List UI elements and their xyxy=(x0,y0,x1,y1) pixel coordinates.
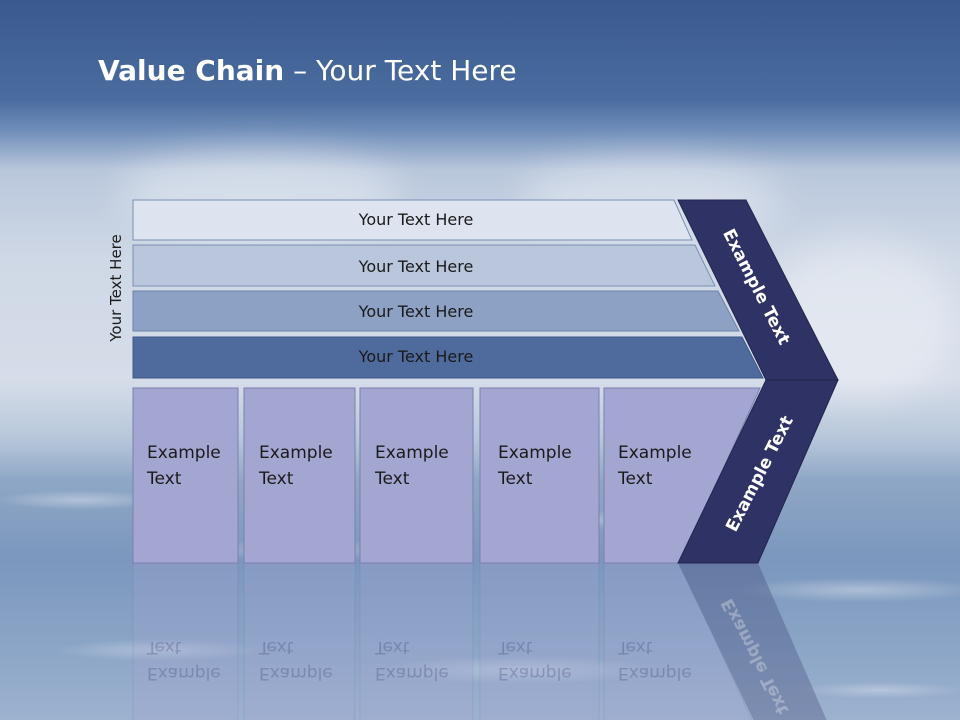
reflection-line: Example xyxy=(375,663,449,683)
reflection-line: Example xyxy=(498,663,572,683)
reflection-line: Text xyxy=(617,637,653,657)
support-activities: Your Text Here Your Text Here Your Text … xyxy=(132,199,764,379)
primary-box-3-line1: Example xyxy=(375,443,449,463)
primary-box-4-line2: Text xyxy=(497,469,533,489)
primary-box-3-line2: Text xyxy=(374,469,410,489)
side-label: Your Text Here xyxy=(107,234,125,342)
reflection-line: Text xyxy=(146,637,182,657)
primary-activities: Example Text Example Text Example Text E… xyxy=(132,387,761,564)
reflection-line: Text xyxy=(497,637,533,657)
primary-box-1-line1: Example xyxy=(147,443,221,463)
primary-box-5-line1: Example xyxy=(618,443,692,463)
primary-box-1 xyxy=(132,387,239,564)
support-row-3-label: Your Text Here xyxy=(358,302,474,321)
reflection-line: Text xyxy=(258,637,294,657)
primary-box-2 xyxy=(243,387,356,564)
primary-box-3 xyxy=(359,387,474,564)
primary-box-5-line2: Text xyxy=(617,469,653,489)
reflection-line: Text xyxy=(374,637,410,657)
reflection-line: Example xyxy=(147,663,221,683)
reflection-line: Example xyxy=(618,663,692,683)
support-row-4 xyxy=(132,336,764,379)
primary-box-4 xyxy=(479,387,600,564)
support-row-3 xyxy=(132,290,740,332)
support-row-4-label: Your Text Here xyxy=(358,347,474,366)
slide-title: Value Chain – Your Text Here xyxy=(98,54,517,87)
support-row-2-label: Your Text Here xyxy=(358,257,474,276)
primary-box-4-line1: Example xyxy=(498,443,572,463)
support-row-1-label: Your Text Here xyxy=(358,210,474,229)
primary-box-2-line2: Text xyxy=(258,469,294,489)
diagram-reflection xyxy=(132,562,827,720)
reflection-line: Example xyxy=(259,663,333,683)
title-rest: – Your Text Here xyxy=(284,54,517,87)
primary-box-2-line1: Example xyxy=(259,443,333,463)
support-row-1 xyxy=(132,199,693,241)
support-row-2 xyxy=(132,244,716,287)
primary-box-1-line2: Text xyxy=(146,469,182,489)
margin-chevron-lower xyxy=(677,379,839,564)
title-bold: Value Chain xyxy=(98,54,285,87)
